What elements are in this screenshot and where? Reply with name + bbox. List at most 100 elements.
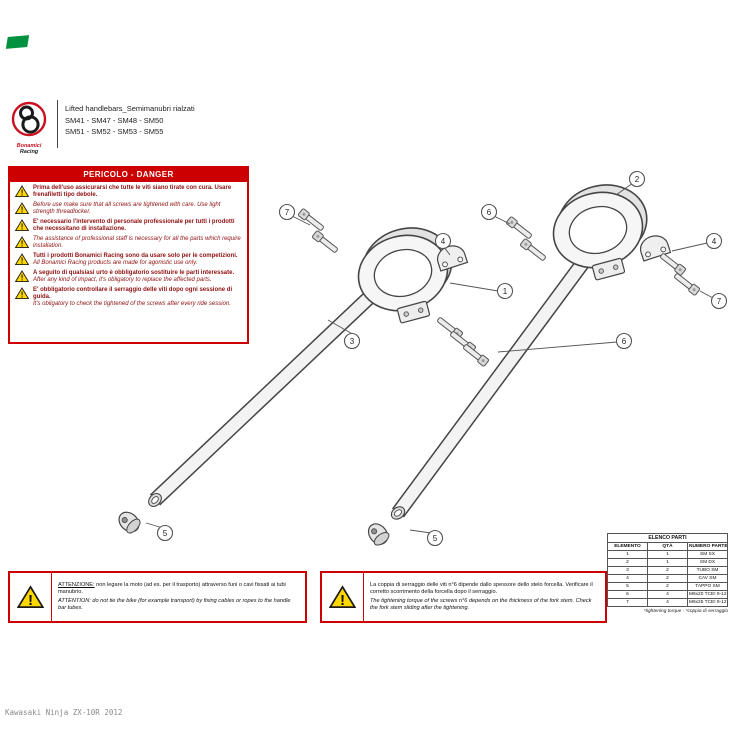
attention-box: ! ATTENZIONE: non legare la moto (ad es.… <box>8 571 307 623</box>
attention-label: ATTENZIONE: <box>58 581 95 588</box>
half-clamp <box>433 241 469 272</box>
doc-header: Bonamici Racing Lifted handlebars_Semima… <box>8 100 195 156</box>
warning-triangle-icon: ! <box>329 585 356 609</box>
svg-text:5: 5 <box>433 534 438 543</box>
screw <box>505 215 534 241</box>
brand-name: Bonamici Racing <box>8 143 50 156</box>
clamp-ring <box>542 174 661 289</box>
svg-text:!: ! <box>28 592 33 609</box>
callout-bubble: 7 <box>278 203 296 221</box>
footer-model-text: Kawasaki Ninja ZX-10R 2012 <box>5 708 123 717</box>
svg-text:!: ! <box>21 239 24 248</box>
product-title: Lifted handlebars_Semimanubri rialzati <box>65 104 195 113</box>
callout-bubble: 4 <box>705 232 723 250</box>
torque-icon-cell: ! <box>322 573 364 621</box>
svg-text:6: 6 <box>622 337 627 346</box>
parts-table-title: ELENCO PARTI <box>607 533 728 543</box>
screw <box>448 329 477 355</box>
cell-part-number: SM SX <box>687 550 728 559</box>
warning-text-it: E' obbligatorio controllare il serraggio… <box>33 286 233 300</box>
svg-text:2: 2 <box>635 175 640 184</box>
tube-end <box>612 200 632 220</box>
model-codes-line2: SM51 - SM52 - SM53 - SM55 <box>65 127 164 137</box>
torque-footnote: *tightening torque - *coppia di serraggi… <box>643 609 728 614</box>
cell-qty: 1 <box>647 550 688 559</box>
cell-element: 1 <box>607 550 648 559</box>
warning-triangle-icon: ! <box>15 219 29 231</box>
half-clamp <box>636 231 672 262</box>
model-codes-line1: SM41 - SM47 - SM48 - SM50 <box>65 115 164 125</box>
warning-text-it: Prima dell'uso assicurarsi che tutte le … <box>33 184 232 198</box>
cell-part-number: CAV SM <box>687 574 728 583</box>
screw <box>519 237 548 263</box>
tube-end <box>420 230 440 250</box>
cell-element: 6 <box>607 590 648 599</box>
svg-text:4: 4 <box>712 237 717 246</box>
svg-text:!: ! <box>21 205 24 214</box>
svg-text:1: 1 <box>503 287 508 296</box>
attention-icon-cell: ! <box>10 573 52 621</box>
column-header-qty: QTÀ <box>647 542 688 551</box>
danger-warning-item: ! E' necessario l'intervento di personal… <box>15 219 243 233</box>
torque-text: La coppia di serraggio delle viti n°6 di… <box>364 578 605 617</box>
warning-triangle-icon: ! <box>15 236 29 248</box>
cell-part-number: M6x20 TCEI 9-12 Nm* <box>687 590 728 599</box>
danger-warning-item: ! A seguito di qualsiasi urto è obbligat… <box>15 270 243 284</box>
svg-text:4: 4 <box>441 237 446 246</box>
tube-end <box>145 490 165 510</box>
attention-text-en: ATTENTION: do not tie the bike (for exam… <box>58 597 291 612</box>
cell-part-number: TAPPO SM <box>687 582 728 591</box>
warning-text-en: All Bonamici Racing products are made fo… <box>33 259 198 266</box>
handlebar-tube <box>391 205 629 518</box>
callout-bubble: 5 <box>156 524 174 542</box>
svg-text:!: ! <box>21 273 24 282</box>
svg-text:5: 5 <box>163 529 168 538</box>
callout-bubble: 5 <box>426 529 444 547</box>
danger-box-title: PERICOLO - DANGER <box>10 168 247 182</box>
warning-text-en: The assistance of professional staff is … <box>33 235 241 249</box>
cell-element: 7 <box>607 598 648 607</box>
screw <box>461 342 490 368</box>
screw <box>435 315 464 341</box>
screw <box>658 251 687 277</box>
warning-text-it: A seguito di qualsiasi urto è obbligator… <box>33 269 235 276</box>
green-corner-mark <box>5 35 30 49</box>
warning-triangle-icon: ! <box>15 253 29 265</box>
torque-text-it: La coppia di serraggio delle viti n°6 di… <box>370 581 593 595</box>
cell-part-number: SM DX <box>687 558 728 567</box>
callout-bubble: 4 <box>434 232 452 250</box>
cell-qty: 2 <box>647 574 688 583</box>
warning-triangle-icon: ! <box>15 202 29 214</box>
callout-bubble: 3 <box>343 332 361 350</box>
svg-text:!: ! <box>21 256 24 265</box>
warning-triangle-icon: ! <box>15 185 29 197</box>
bonamici-racing-logo: Bonamici Racing <box>8 100 50 156</box>
svg-text:!: ! <box>21 222 24 231</box>
svg-text:6: 6 <box>487 208 492 217</box>
brand-name-line1: Bonamici <box>16 143 42 149</box>
parts-list: ELENCO PARTI ELEMENTO QTÀ NUMERO PARTE 1… <box>607 533 728 614</box>
right-handlebar-assembly <box>363 174 701 549</box>
cell-qty: 2 <box>647 582 688 591</box>
cell-part-number: TUBO SM <box>687 566 728 575</box>
cell-element: 2 <box>607 558 648 567</box>
clamp-ring <box>347 217 466 332</box>
column-header-elemento: ELEMENTO <box>607 542 648 551</box>
parts-table: ELENCO PARTI ELEMENTO QTÀ NUMERO PARTE 1… <box>607 533 728 607</box>
column-header-part-number: NUMERO PARTE <box>687 542 728 551</box>
attention-text-it: ATTENZIONE: non legare la moto (ad es. p… <box>58 582 299 597</box>
cell-qty: 2 <box>647 566 688 575</box>
warning-text-en: It's obligatory to check the tightened o… <box>33 300 231 307</box>
warning-triangle-icon: ! <box>15 270 29 282</box>
svg-text:3: 3 <box>350 337 355 346</box>
screw <box>311 229 340 255</box>
callout-bubble: 7 <box>710 292 728 310</box>
bar-end-weight <box>114 507 144 537</box>
screw <box>672 271 701 297</box>
screw <box>297 207 326 233</box>
